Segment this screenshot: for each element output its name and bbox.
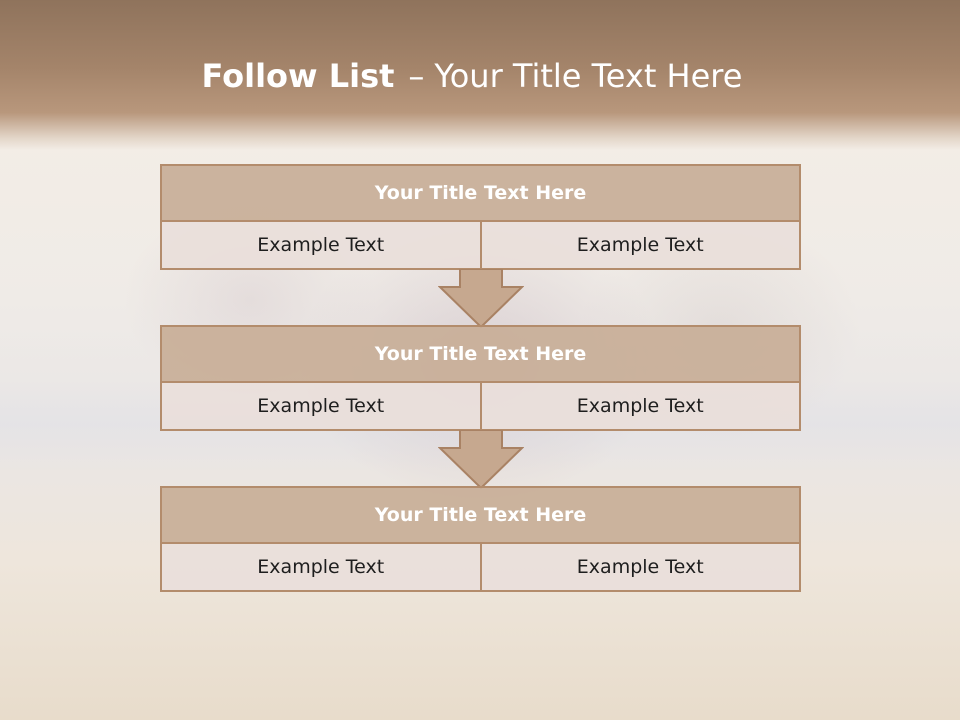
list-block-3: Your Title Text Here Example Text Exampl… [160, 486, 801, 592]
block-cell-left: Example Text [162, 544, 480, 590]
title-bold: Follow List [201, 57, 395, 95]
block-cell-left: Example Text [162, 383, 480, 429]
list-block-2: Your Title Text Here Example Text Exampl… [160, 325, 801, 431]
title-rest: Your Title Text Here [434, 57, 743, 95]
block-cell-right: Example Text [479, 222, 799, 268]
block-row: Example Text Example Text [162, 544, 799, 590]
block-row: Example Text Example Text [162, 222, 799, 268]
block-cell-right: Example Text [479, 383, 799, 429]
block-row: Example Text Example Text [162, 383, 799, 429]
block-cell-left: Example Text [162, 222, 480, 268]
header-band [0, 0, 960, 150]
block-cell-right: Example Text [479, 544, 799, 590]
block-title: Your Title Text Here [162, 327, 799, 383]
block-title: Your Title Text Here [162, 488, 799, 544]
block-title: Your Title Text Here [162, 166, 799, 222]
down-arrow-icon [438, 269, 524, 329]
down-arrow-icon [438, 430, 524, 490]
slide-title: Follow List–Your Title Text Here [0, 56, 944, 96]
list-block-1: Your Title Text Here Example Text Exampl… [160, 164, 801, 270]
title-dash: – [408, 57, 425, 95]
